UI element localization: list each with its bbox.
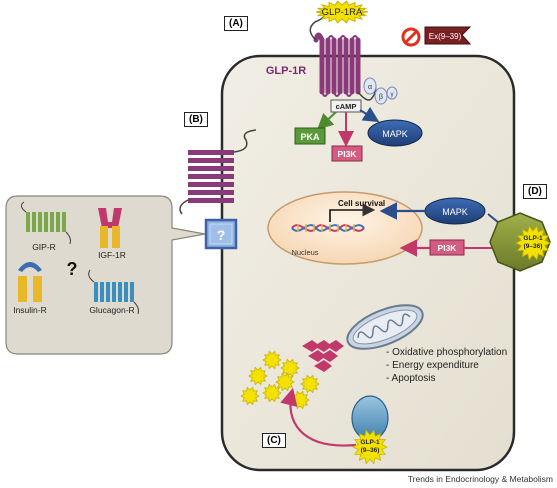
membrane-transporter bbox=[351, 395, 389, 441]
mito-effect-3: - Apoptosis bbox=[386, 373, 435, 384]
camp-label: cAMP bbox=[336, 102, 357, 111]
g-alpha-label: α bbox=[368, 84, 372, 91]
journal-credit: Trends in Endocrinology & Metabolism bbox=[407, 474, 553, 484]
glp1-fragment bbox=[240, 386, 260, 406]
cell-survival-label: Cell survival bbox=[338, 199, 385, 208]
mapk-label: MAPK bbox=[382, 129, 408, 139]
glp1-fragment bbox=[262, 383, 282, 403]
glp1-c-label-2: (9–36) bbox=[361, 447, 380, 454]
glp1-fragment bbox=[300, 374, 320, 394]
panel-label-d: (D) bbox=[523, 184, 547, 199]
candidates-question: ? bbox=[67, 259, 78, 279]
gip-receptor-icon bbox=[20, 201, 71, 245]
pi3k-d-label: PI3K bbox=[438, 243, 458, 253]
arrow-to-mapk bbox=[359, 106, 380, 123]
glp1-9-36-ligand-c bbox=[352, 429, 388, 465]
exendin-antagonist bbox=[401, 26, 472, 47]
insulin-receptor-label: Insulin-R bbox=[13, 305, 47, 315]
igf1r-label: IGF-1R bbox=[98, 250, 126, 260]
mito-effect-2: - Energy expenditure bbox=[386, 360, 479, 371]
glp1-fragment bbox=[248, 366, 268, 386]
pka-label: PKA bbox=[300, 132, 320, 142]
transcription-arrow bbox=[329, 203, 376, 222]
mitochondrion bbox=[346, 304, 424, 350]
chevron-arrows bbox=[302, 340, 344, 372]
glp1ra-ligand bbox=[315, 0, 369, 24]
dna-helix bbox=[291, 224, 365, 232]
glp1-d-label-1: GLP-1 bbox=[523, 235, 543, 242]
glp1-c-label-1: GLP-1 bbox=[360, 439, 380, 446]
uptake-arrow bbox=[280, 387, 357, 447]
g-beta-label: β bbox=[379, 94, 383, 101]
panel-b-receptor bbox=[179, 129, 257, 215]
pi3k-box bbox=[331, 145, 363, 162]
g-beta-subunit bbox=[374, 87, 388, 105]
mapk-node bbox=[367, 119, 423, 147]
pi3k-label: PI3K bbox=[338, 149, 358, 159]
glp1-fragment bbox=[280, 358, 300, 378]
panel-label-c: (C) bbox=[262, 433, 286, 448]
pka-box bbox=[294, 127, 326, 145]
g-gamma-subunit bbox=[386, 86, 398, 100]
exendin-label: Ex(9–39) bbox=[429, 32, 462, 41]
igf1r-icon bbox=[98, 208, 122, 248]
g-gamma-label: γ bbox=[391, 92, 394, 98]
candidates-callout bbox=[5, 195, 206, 355]
panel-label-b: (B) bbox=[184, 112, 208, 127]
glp1ra-label: GLP-1RA bbox=[322, 7, 363, 18]
gip-receptor-label: GIP-R bbox=[32, 242, 56, 252]
g-alpha-subunit bbox=[363, 77, 377, 95]
panel-label-a: (A) bbox=[224, 16, 248, 31]
glp1r-receptor bbox=[309, 9, 377, 101]
nucleus-label: Nucleus bbox=[291, 248, 318, 257]
glp1-fragment bbox=[262, 350, 282, 370]
arrow-to-pka bbox=[317, 111, 337, 130]
mito-effect-1: - Oxidative phosphorylation bbox=[386, 347, 507, 358]
glp1-d-label-2: (9–36) bbox=[524, 243, 543, 250]
mapk-d-label: MAPK bbox=[442, 207, 468, 217]
unknown-receptor-mark: ? bbox=[217, 227, 226, 243]
insulin-receptor-icon bbox=[18, 262, 42, 302]
glucagon-receptor-icon bbox=[88, 269, 139, 315]
glp1r-label: GLP-1R bbox=[266, 65, 306, 77]
glp1-9-36-ligand-d bbox=[515, 225, 551, 261]
glucagon-receptor-label: Glucagon-R bbox=[89, 305, 134, 315]
